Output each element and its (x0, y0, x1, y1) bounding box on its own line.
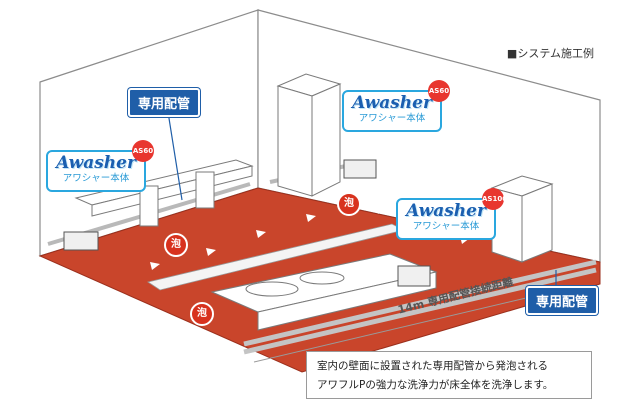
pipe-callout-top: 専用配管 (128, 88, 201, 117)
foam-marker: 泡 (190, 302, 214, 326)
awasher-card-right: Awasher アワシャー本体 AS100 (396, 188, 507, 240)
foam-marker: 泡 (164, 233, 188, 257)
model-badge: AS60 (132, 140, 154, 162)
description-box: 室内の壁面に設置された専用配管から発泡される アワフルPの強力な洗浄力が床全体を… (306, 351, 592, 399)
system-example-label: ■システム施工例 (506, 47, 594, 60)
pipe-callout-right: 専用配管 (526, 286, 599, 315)
awasher-unit-label: アワシャー本体 (358, 113, 426, 124)
awasher-unit-label: アワシャー本体 (62, 173, 130, 184)
awasher-unit-label: アワシャー本体 (412, 221, 480, 232)
dedicated-pipe-right (243, 259, 597, 355)
description-line-2: アワフルPの強力な洗浄力が床全体を洗浄します。 (317, 379, 554, 391)
right-cabinet (490, 175, 554, 263)
model-badge: AS100 (482, 188, 507, 210)
awasher-logo: Awasher (406, 201, 486, 221)
awasher-logo: Awasher (352, 93, 432, 113)
awasher-units (63, 159, 431, 287)
awasher-card-middle: Awasher アワシャー本体 AS60 (342, 80, 450, 132)
kitchen-counters (74, 159, 254, 227)
awasher-logo: Awasher (56, 153, 136, 173)
model-badge: AS60 (428, 80, 450, 102)
foam-marker: 泡 (337, 192, 361, 216)
refrigerator (276, 73, 342, 197)
description-line-1: 室内の壁面に設置された専用配管から発泡される (317, 360, 548, 372)
awasher-card-left: Awasher アワシャー本体 AS60 (46, 140, 154, 192)
cooking-island (210, 253, 438, 331)
callout-leaders (167, 111, 557, 286)
distance-line (253, 289, 561, 363)
